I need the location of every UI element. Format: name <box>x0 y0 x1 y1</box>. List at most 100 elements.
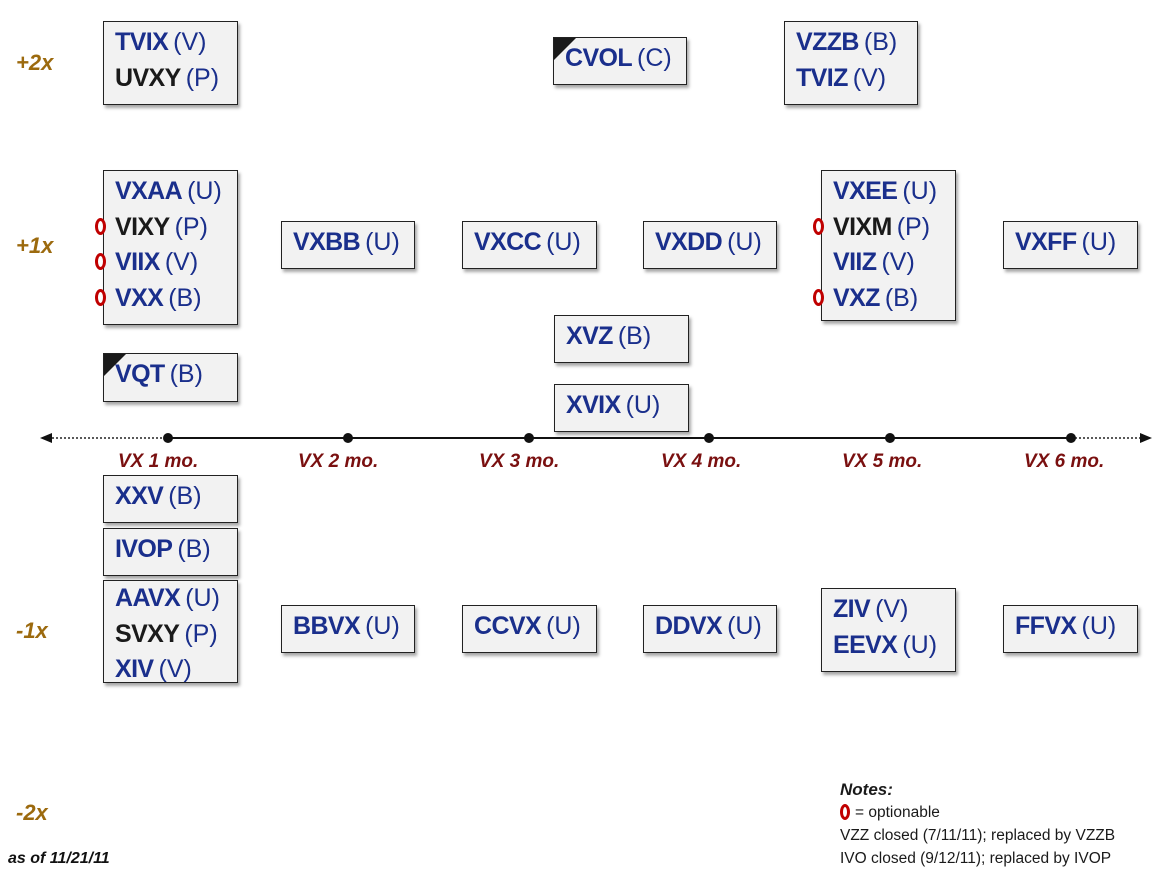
fund-type: (C) <box>637 44 672 72</box>
ticker: VZZB <box>796 28 859 56</box>
axis-label-1: VX 1 mo. <box>118 451 199 472</box>
axis-tick-6 <box>1066 433 1076 443</box>
fund-box: CVOL(C) <box>553 37 687 85</box>
axis-tick-5 <box>885 433 895 443</box>
fund-box: TVIX(V) UVXY(P) <box>103 21 238 105</box>
ticker: ZIV <box>833 595 871 623</box>
optionable-icon <box>813 217 824 235</box>
fund-type: (U) <box>185 584 220 612</box>
fund-box: AAVX(U) SVXY(P) XIV(V) <box>103 580 238 683</box>
ticker: TVIX <box>115 28 169 56</box>
axis-label-2: VX 2 mo. <box>298 451 379 472</box>
ticker: VXZ <box>833 283 880 312</box>
optionable-icon <box>95 288 106 306</box>
fund-box: BBVX(U) <box>281 605 415 653</box>
fund-box: CCVX(U) <box>462 605 597 653</box>
fund-box: FFVX(U) <box>1003 605 1138 653</box>
ticker: VIXM <box>833 212 892 241</box>
fund-type: (B) <box>177 535 211 563</box>
fund-type: (V) <box>158 655 192 683</box>
fund-box: VXFF(U) <box>1003 221 1138 269</box>
ticker: CCVX <box>474 612 542 640</box>
notes-optionable: = optionable <box>855 804 940 821</box>
fund-box: VQT(B) <box>103 353 238 402</box>
fund-type: (U) <box>1081 612 1117 640</box>
fund-type: (V) <box>875 595 909 623</box>
fund-box: VXEE(U) VIXM(P) VIIZ(V) VXZ(B) <box>813 170 956 321</box>
closed-corner-marker <box>554 38 576 60</box>
fund-box: VXBB(U) <box>281 221 415 269</box>
ticker: VXDD <box>655 228 723 256</box>
ticker: SVXY <box>115 619 180 648</box>
ticker: EEVX <box>833 630 898 659</box>
fund-box: DDVX(U) <box>643 605 777 653</box>
fund-type: (U) <box>365 228 400 256</box>
fund-type: (U) <box>625 391 661 419</box>
level-label-minus2: -2x <box>16 800 48 825</box>
fund-type: (U) <box>365 612 400 640</box>
ticker: VXAA <box>115 177 183 205</box>
ticker: AAVX <box>115 584 181 612</box>
fund-type: (B) <box>617 322 652 350</box>
ticker: FFVX <box>1015 612 1077 640</box>
fund-box: VZZB(B) TVIZ(V) <box>784 21 918 105</box>
fund-box: XXV(B) <box>103 475 238 523</box>
axis-label-3: VX 3 mo. <box>479 451 560 472</box>
fund-type: (P) <box>185 63 220 92</box>
level-label-plus2: +2x <box>16 50 54 75</box>
fund-type: (V) <box>164 248 199 276</box>
ticker: XXV <box>115 482 164 510</box>
ticker: DDVX <box>655 612 723 640</box>
fund-type: (U) <box>902 630 938 659</box>
axis-label-4: VX 4 mo. <box>661 451 742 472</box>
optionable-icon <box>840 804 850 820</box>
axis-tick-2 <box>343 433 353 443</box>
ticker: BBVX <box>293 612 361 640</box>
ticker: XVZ <box>566 322 613 350</box>
fund-box: VXDD(U) <box>643 221 777 269</box>
ticker: VXCC <box>474 228 542 256</box>
fund-type: (P) <box>896 212 931 241</box>
axis-arrow-right <box>1140 433 1152 443</box>
notes-block: Notes: = optionable VZZ closed (7/11/11)… <box>840 780 1115 870</box>
ticker: VXFF <box>1015 228 1077 256</box>
ticker: IVOP <box>115 535 173 563</box>
ticker: TVIZ <box>796 63 848 92</box>
axis-arrow-left <box>40 433 52 443</box>
fund-box: IVOP(B) <box>103 528 238 576</box>
fund-box: VXAA(U) VIXY(P) VIIX(V) VXX(B) <box>95 170 238 325</box>
fund-type: (P) <box>174 212 208 241</box>
ticker: UVXY <box>115 63 181 92</box>
optionable-icon <box>95 253 106 270</box>
fund-type: (B) <box>863 28 898 56</box>
fund-type: (U) <box>187 177 222 205</box>
closed-corner-marker <box>104 354 126 376</box>
fund-box: XVZ(B) <box>554 315 689 363</box>
axis-label-5: VX 5 mo. <box>842 451 923 472</box>
fund-type: (U) <box>546 612 581 640</box>
fund-type: (U) <box>1081 228 1117 256</box>
fund-type: (B) <box>168 482 202 510</box>
fund-box: VXCC(U) <box>462 221 597 269</box>
fund-type: (U) <box>546 228 581 256</box>
axis-tick-3 <box>524 433 534 443</box>
ticker: VIIX <box>115 248 160 276</box>
fund-type: (U) <box>902 177 938 205</box>
level-label-plus1: +1x <box>16 233 54 258</box>
notes-line: VZZ closed (7/11/11); replaced by VZZB <box>840 827 1116 844</box>
fund-type: (B) <box>169 360 203 388</box>
ticker: VIXY <box>115 212 170 241</box>
fund-type: (U) <box>727 612 762 640</box>
optionable-icon <box>813 288 824 306</box>
ticker: VXEE <box>833 177 898 205</box>
fund-type: (V) <box>852 63 887 92</box>
fund-type: (B) <box>168 283 202 312</box>
ticker: XIV <box>115 655 154 683</box>
axis-label-6: VX 6 mo. <box>1024 451 1105 472</box>
axis-tick-4 <box>704 433 714 443</box>
as-of-date: as of 11/21/11 <box>8 850 110 867</box>
ticker: VXBB <box>293 228 361 256</box>
ticker: XVIX <box>566 391 621 419</box>
fund-box: ZIV(V) EEVX(U) <box>821 588 956 672</box>
